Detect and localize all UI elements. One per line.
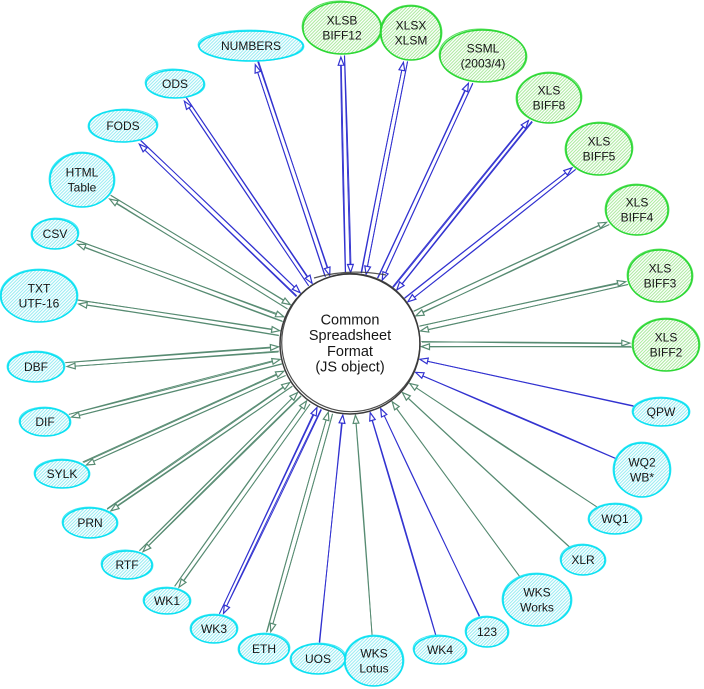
svg-text:SSML: SSML <box>467 42 500 56</box>
svg-text:WKS: WKS <box>360 647 387 661</box>
svg-text:Spreadsheet: Spreadsheet <box>309 328 391 344</box>
svg-text:BIFF5: BIFF5 <box>583 150 616 164</box>
svg-text:XLSM: XLSM <box>395 34 428 48</box>
svg-text:Table: Table <box>68 181 97 195</box>
svg-text:WB*: WB* <box>630 471 654 485</box>
svg-text:Common: Common <box>321 313 380 329</box>
svg-text:UOS: UOS <box>305 652 331 666</box>
svg-text:BIFF2: BIFF2 <box>650 346 683 360</box>
svg-text:PRN: PRN <box>77 516 102 530</box>
svg-text:XLSB: XLSB <box>327 14 358 28</box>
svg-text:Format: Format <box>327 344 373 360</box>
svg-text:SYLK: SYLK <box>47 467 78 481</box>
svg-text:WK1: WK1 <box>154 594 180 608</box>
svg-text:Lotus: Lotus <box>359 662 388 676</box>
svg-text:(2003/4): (2003/4) <box>461 57 506 71</box>
svg-text:XLS: XLS <box>649 262 672 276</box>
svg-text:QPW: QPW <box>647 405 676 419</box>
svg-text:DBF: DBF <box>24 360 48 374</box>
svg-text:XLS: XLS <box>626 196 649 210</box>
svg-text:XLSX: XLSX <box>396 19 427 33</box>
svg-text:ETH: ETH <box>252 642 276 656</box>
svg-text:TXT: TXT <box>28 282 51 296</box>
svg-text:DIF: DIF <box>35 415 54 429</box>
svg-text:WQ1: WQ1 <box>601 512 629 526</box>
svg-text:WQ2: WQ2 <box>628 456 656 470</box>
svg-text:BIFF3: BIFF3 <box>644 277 677 291</box>
svg-text:BIFF8: BIFF8 <box>533 99 566 113</box>
svg-text:NUMBERS: NUMBERS <box>221 39 281 53</box>
svg-text:Works: Works <box>520 601 554 615</box>
svg-text:XLS: XLS <box>538 84 561 98</box>
svg-text:BIFF12: BIFF12 <box>322 29 362 43</box>
svg-text:ODS: ODS <box>162 77 188 91</box>
svg-text:HTML: HTML <box>66 166 99 180</box>
svg-text:UTF-16: UTF-16 <box>19 297 60 311</box>
svg-text:XLS: XLS <box>655 331 678 345</box>
svg-text:WK3: WK3 <box>201 622 227 636</box>
svg-text:CSV: CSV <box>43 227 68 241</box>
svg-text:FODS: FODS <box>106 119 139 133</box>
svg-text:BIFF4: BIFF4 <box>621 211 654 225</box>
svg-text:WK4: WK4 <box>427 643 453 657</box>
svg-text:(JS object): (JS object) <box>315 360 384 376</box>
svg-text:RTF: RTF <box>115 558 138 572</box>
svg-text:XLR: XLR <box>571 553 595 567</box>
svg-text:WKS: WKS <box>523 586 550 600</box>
svg-text:123: 123 <box>477 625 497 639</box>
svg-text:XLS: XLS <box>588 135 611 149</box>
